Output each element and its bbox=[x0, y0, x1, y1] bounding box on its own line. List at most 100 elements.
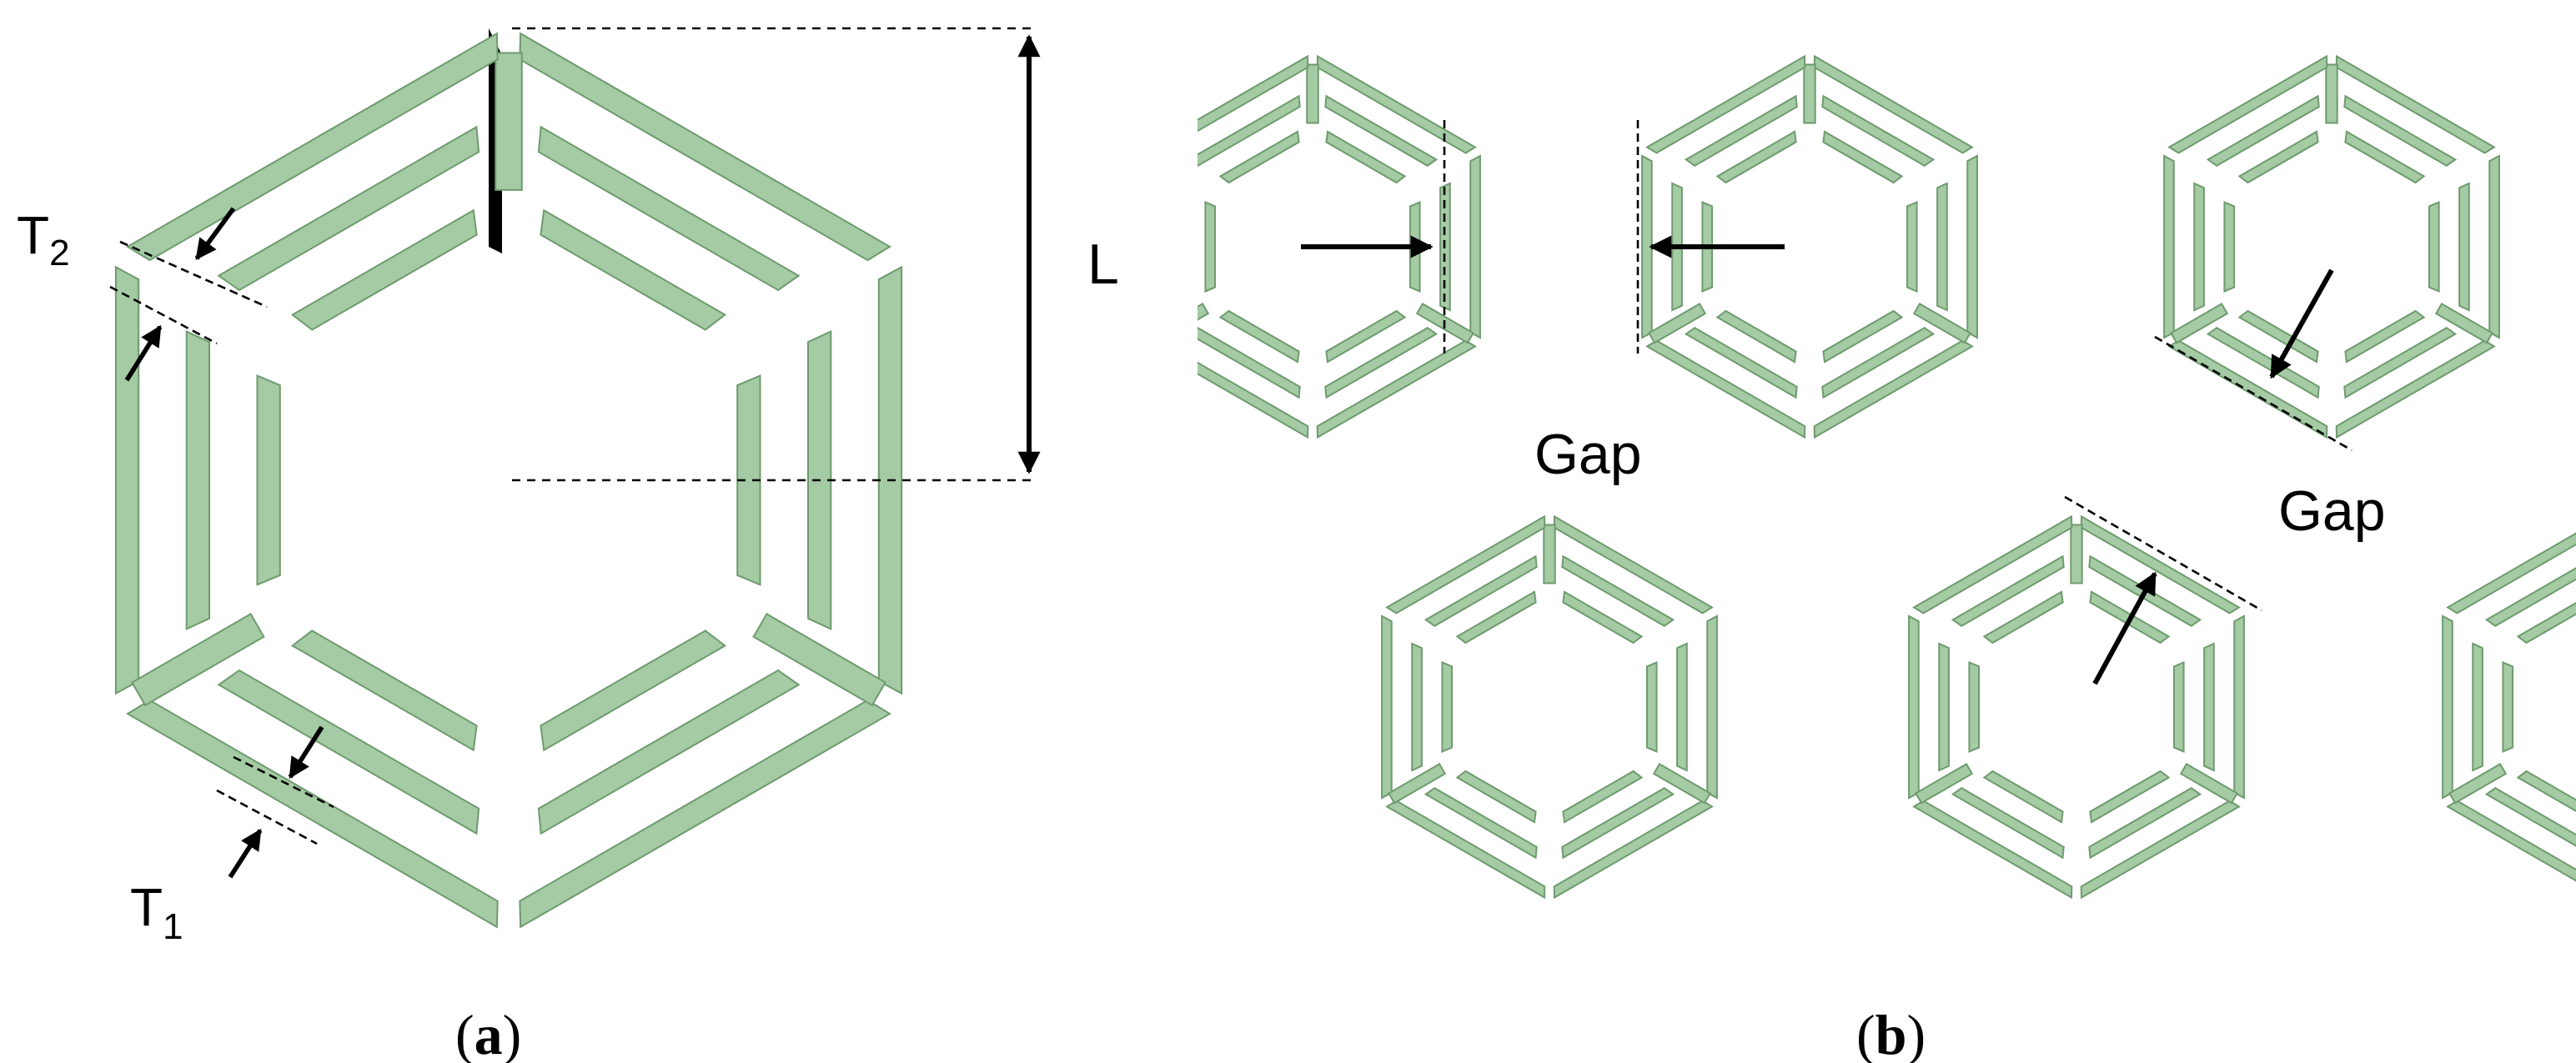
resonator-strip bbox=[2458, 182, 2470, 312]
resonator-strip bbox=[1822, 309, 1904, 364]
resonator-strip bbox=[114, 265, 140, 695]
resonator-strip bbox=[1562, 770, 1644, 824]
length-dimension bbox=[512, 27, 1041, 482]
resonator-strip bbox=[2516, 770, 2576, 812]
resonator-strip bbox=[1455, 590, 1537, 644]
t2-arrow-bottom bbox=[124, 324, 163, 382]
resonator-strip bbox=[1424, 787, 1538, 860]
resonator-strip bbox=[1411, 642, 1423, 772]
resonator-connector bbox=[2448, 763, 2508, 805]
resonator-strip bbox=[2488, 154, 2500, 339]
gap-arrow-down bbox=[2269, 268, 2334, 379]
resonator-strip bbox=[1951, 554, 2065, 627]
resonator-strip bbox=[1561, 787, 1675, 860]
t1-dimension bbox=[216, 725, 334, 879]
resonator-strip bbox=[2344, 130, 2426, 184]
gap-label-top: Gap bbox=[1534, 423, 1642, 486]
resonator-strip bbox=[1684, 94, 1798, 167]
resonator-strip bbox=[2080, 800, 2241, 900]
resonator-strip bbox=[2088, 787, 2202, 860]
resonator-strip bbox=[736, 374, 761, 586]
t1-label: T1 bbox=[130, 877, 183, 947]
resonator-strip bbox=[2428, 201, 2440, 293]
resonator-strip bbox=[537, 669, 801, 835]
resonator-array-cell bbox=[1145, 54, 1481, 439]
resonator-strip bbox=[2484, 567, 2576, 627]
resonator-strip bbox=[2335, 54, 2496, 154]
resonator-strip bbox=[2233, 614, 2245, 800]
t1-guide-outer bbox=[216, 789, 318, 845]
resonator-array-cell bbox=[2442, 532, 2576, 882]
t2-arrow-top bbox=[194, 207, 236, 261]
resonator-strip bbox=[1676, 642, 1688, 772]
gap-label-right: Gap bbox=[2278, 479, 2386, 543]
resonator-strip bbox=[1912, 514, 2073, 614]
array-annotations bbox=[1301, 120, 2353, 685]
resonator-strip bbox=[519, 32, 891, 262]
length-label: L bbox=[1087, 233, 1119, 296]
resonator-array-cell bbox=[1908, 514, 2245, 900]
resonator-strip bbox=[1906, 201, 1918, 293]
resonator-connector bbox=[1648, 303, 1707, 344]
resonator-strip bbox=[2206, 327, 2320, 399]
resonator-connector bbox=[495, 52, 523, 191]
resonator-strip bbox=[1145, 156, 1155, 338]
resonator-strip bbox=[1325, 309, 1407, 364]
resonator-connector bbox=[1543, 524, 1556, 584]
resonator-connector bbox=[1915, 763, 1974, 805]
resonator-strip bbox=[2343, 94, 2458, 167]
resonator-connector bbox=[1912, 303, 1971, 344]
resonator-strip bbox=[1316, 54, 1477, 154]
resonator-strip bbox=[1562, 590, 1644, 644]
resonator-strip bbox=[2080, 514, 2241, 614]
resonator-strip bbox=[1204, 201, 1217, 293]
resonator-array-cell bbox=[1381, 514, 1718, 900]
resonator-strip bbox=[2446, 532, 2576, 614]
resonator-strip bbox=[2446, 800, 2576, 882]
resonator-strip bbox=[2203, 642, 2215, 772]
caption-b: (b) bbox=[1856, 1003, 1926, 1063]
t2-dimension bbox=[109, 207, 268, 382]
resonator-strip bbox=[1175, 183, 1185, 310]
resonator-strip bbox=[2193, 182, 2205, 312]
resonator-strip bbox=[1561, 554, 1675, 627]
resonator-strip bbox=[2163, 154, 2175, 339]
resonator-strip bbox=[2167, 54, 2328, 154]
resonator-strip bbox=[1951, 787, 2065, 860]
resonator-connector bbox=[2170, 303, 2229, 344]
resonator-strip bbox=[1813, 339, 1974, 439]
resonator-connector bbox=[1306, 63, 1319, 124]
resonator-strip bbox=[1641, 154, 1653, 339]
resonator-strip bbox=[126, 32, 499, 262]
resonator-strip bbox=[256, 374, 281, 586]
resonator-connector bbox=[2179, 763, 2238, 805]
resonator-strip bbox=[1822, 130, 1904, 184]
resonator-strip bbox=[1218, 130, 1300, 184]
resonator-strip bbox=[1982, 590, 2064, 644]
gap-arrow-up bbox=[2092, 571, 2157, 685]
resonator-strip bbox=[1938, 642, 1950, 772]
resonator-strip bbox=[2172, 661, 2185, 753]
caption-a: (a) bbox=[455, 1003, 521, 1063]
resonator-connector bbox=[752, 613, 887, 707]
resonator-connector bbox=[130, 613, 265, 707]
resonator-strip bbox=[290, 208, 478, 331]
resonator-strip bbox=[1715, 130, 1797, 184]
resonator-strip bbox=[1324, 94, 1439, 167]
resonator-strip bbox=[185, 329, 210, 631]
resonator-strip bbox=[217, 669, 480, 835]
resonator-connector bbox=[2325, 63, 2338, 124]
resonator-strip bbox=[537, 125, 801, 292]
t1-arrow-bottom bbox=[228, 828, 263, 879]
resonator-strip bbox=[2335, 339, 2496, 439]
resonator-strip bbox=[2343, 327, 2458, 399]
resonator-strip bbox=[2206, 94, 2320, 167]
resonator-strip bbox=[1198, 327, 1301, 399]
resonator-strip bbox=[1198, 94, 1301, 167]
resonator-strip bbox=[2442, 614, 2453, 800]
t2-guide-outer bbox=[119, 240, 268, 308]
resonator-array-cell bbox=[2163, 54, 2500, 439]
resonator-strip bbox=[540, 629, 727, 752]
resonator-strip bbox=[1706, 614, 1718, 800]
resonator-strip bbox=[290, 629, 478, 752]
